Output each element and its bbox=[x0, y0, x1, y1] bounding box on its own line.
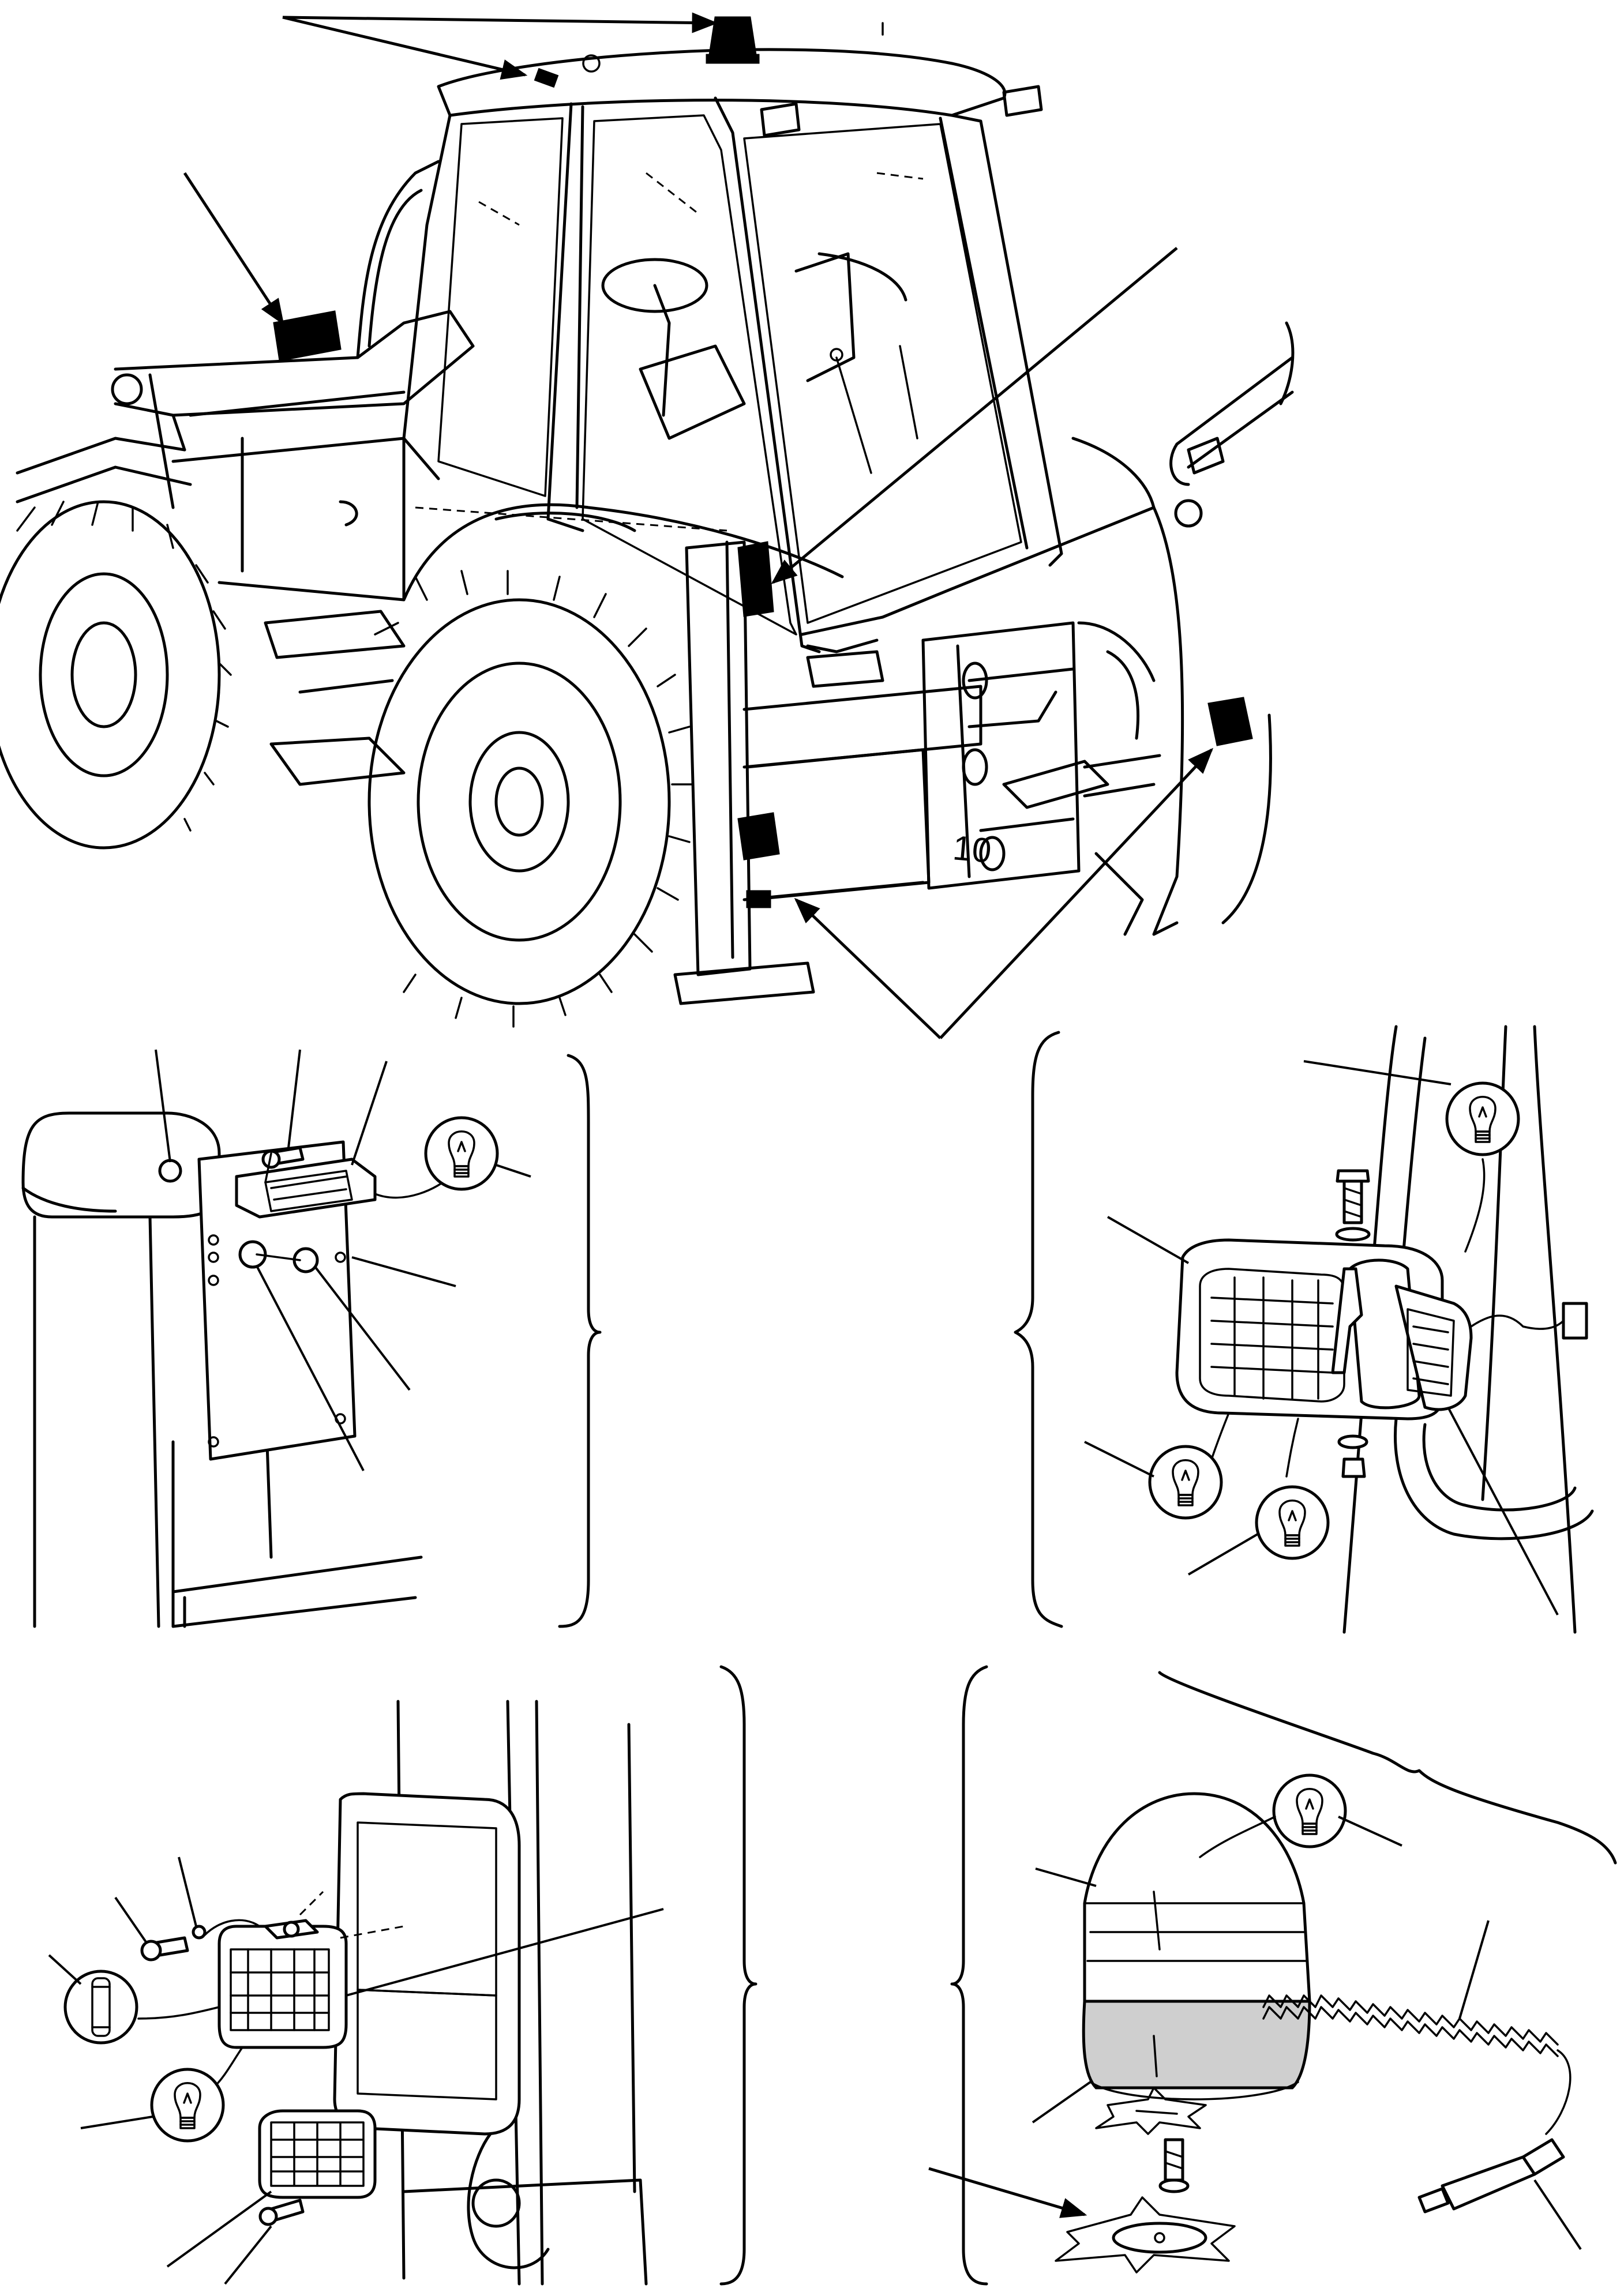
work-lamp-assembly bbox=[1014, 1025, 1594, 1634]
rear-light-assembly bbox=[21, 1049, 602, 1628]
svg-text:10: 10 bbox=[951, 828, 993, 870]
tail-light-assembly bbox=[48, 1665, 757, 2286]
bulb-icon bbox=[152, 2069, 223, 2141]
rotating-beacon-assembly bbox=[928, 1665, 1617, 2286]
backhoe-loader-overview: 10 bbox=[0, 12, 1295, 1039]
bulb-icon bbox=[1274, 1775, 1345, 1847]
bulb-icon bbox=[1257, 1487, 1328, 1558]
bulb-icon bbox=[1447, 1083, 1518, 1155]
bulb-icon bbox=[1150, 1446, 1221, 1518]
bulb-icon bbox=[426, 1118, 497, 1189]
